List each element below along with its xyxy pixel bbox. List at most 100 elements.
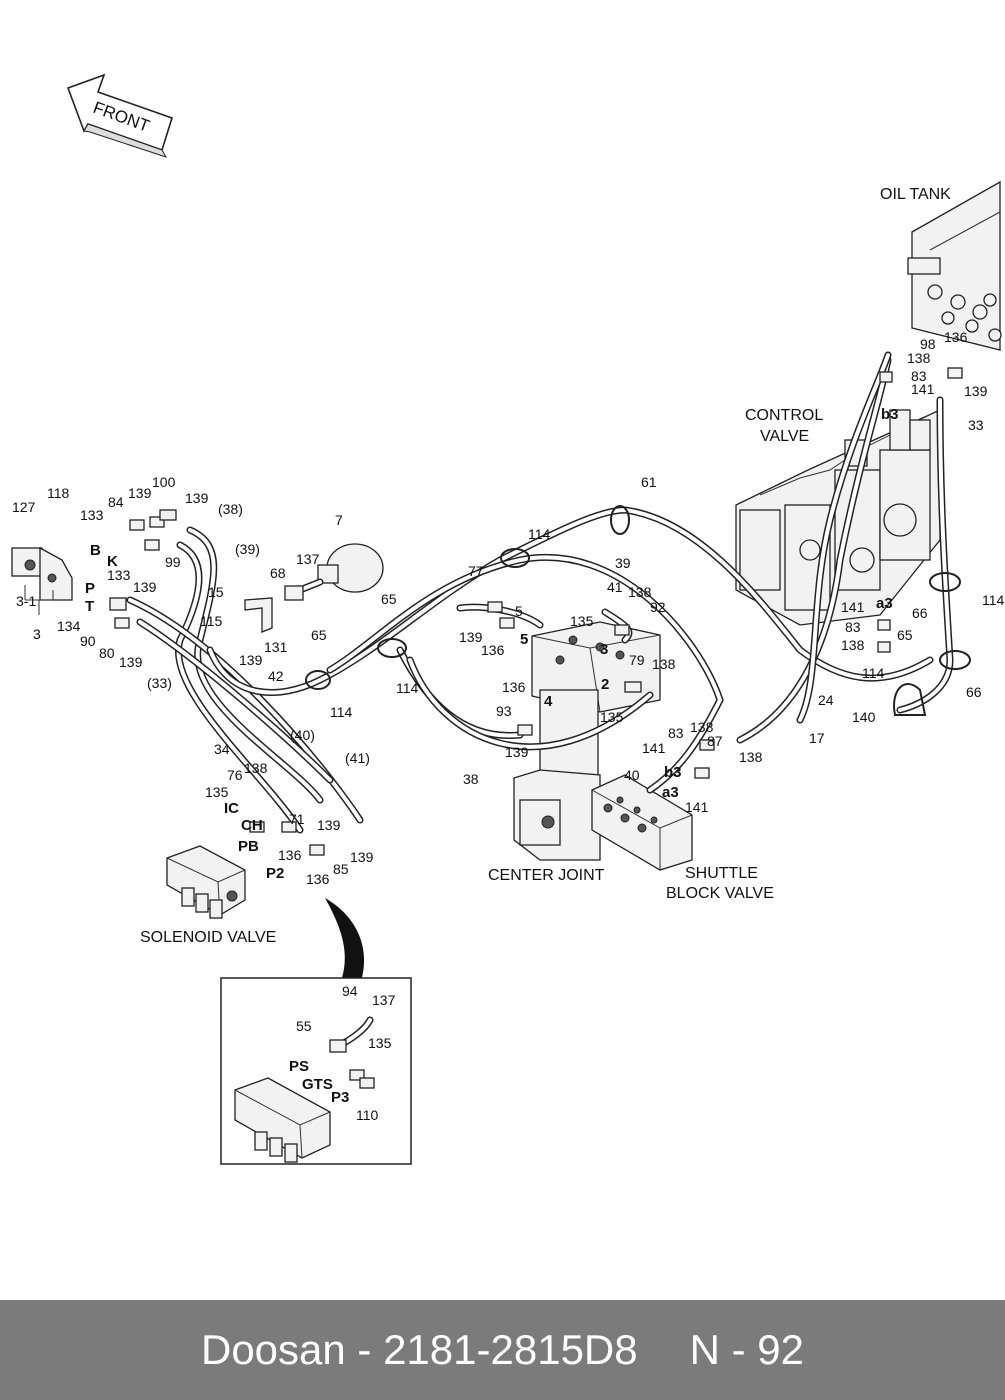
callout-number: 99 [165, 554, 181, 570]
port-label: CH [241, 817, 263, 834]
callout-number: 5 [515, 603, 523, 619]
callout-number: 138 [628, 584, 652, 600]
port-label: B [90, 542, 101, 559]
callout-number: 93 [496, 703, 512, 719]
solenoid-valve-label: SOLENOID VALVE [140, 929, 276, 946]
callout-number: 115 [200, 613, 223, 629]
callout-number: 100 [152, 474, 176, 490]
callout-number: 79 [629, 652, 645, 668]
callout-number: 55 [296, 1018, 312, 1034]
callout-number: 135 [600, 709, 624, 725]
port-label: GTS [302, 1076, 333, 1093]
callout-number: 3 [33, 626, 41, 642]
callout-number: 68 [270, 565, 286, 581]
callout-number: 137 [372, 992, 396, 1008]
callout-number: 65 [381, 591, 397, 607]
callout-number: 83 [668, 725, 684, 741]
callout-number: 141 [911, 381, 935, 397]
callout-number: 141 [841, 599, 865, 615]
callout-number: 136 [481, 642, 505, 658]
callout-number: 15 [208, 584, 224, 600]
callout-number: 40 [624, 767, 640, 783]
port-label: b3 [664, 764, 682, 781]
callout-number: 41 [607, 579, 623, 595]
callout-number: 114 [330, 704, 353, 720]
port-label: IC [224, 800, 239, 817]
callout-number: 77 [468, 563, 484, 579]
callout-number: 87 [707, 733, 723, 749]
callout-number: 33 [968, 417, 984, 433]
callout-number: 138 [907, 350, 931, 366]
callout-number: 94 [342, 983, 358, 999]
callout-number: 136 [278, 847, 302, 863]
callout-number: (40) [290, 727, 315, 743]
callout-number: 133 [80, 507, 104, 523]
callout-number: (33) [147, 675, 172, 691]
callout-number: 114 [982, 592, 1005, 608]
callout-number: 135 [570, 613, 594, 629]
port-label: P [85, 580, 95, 597]
callout-number: 138 [739, 749, 763, 765]
callout-number: 65 [897, 627, 913, 643]
callout-number: (39) [235, 541, 260, 557]
callout-number: 42 [268, 668, 284, 684]
callout-number: 114 [528, 526, 551, 542]
callout-number: 118 [47, 485, 70, 501]
callout-number: 138 [652, 656, 676, 672]
callout-number: (38) [218, 501, 243, 517]
port-label: PS [289, 1058, 309, 1075]
center-joint-label: CENTER JOINT [488, 867, 605, 884]
footer-page: N - 92 [689, 1326, 804, 1373]
port-labels: B K P T IC CH PB P2 b3 a3 b3 a3 2 3 4 5 … [85, 406, 899, 1106]
callout-number: 139 [505, 744, 529, 760]
oil-tank-label: OIL TANK [880, 186, 951, 203]
control-valve-label-2: VALVE [760, 428, 809, 445]
callout-number: 136 [944, 329, 968, 345]
detail-pointer [325, 898, 365, 978]
callout-number: 140 [852, 709, 876, 725]
control-valve-label-1: CONTROL [745, 407, 823, 424]
footer-bar: Doosan - 2181-2815D8 N - 92 [0, 1300, 1005, 1400]
callout-number: 83 [911, 368, 927, 384]
callout-number: 38 [463, 771, 479, 787]
port-label: PB [238, 838, 259, 855]
callout-number: 135 [368, 1035, 392, 1051]
callout-number: 66 [912, 605, 928, 621]
shuttle-label-1: SHUTTLE [685, 865, 758, 882]
callout-number: 136 [502, 679, 526, 695]
solenoid-valve: SOLENOID VALVE [140, 845, 276, 946]
callout-number: 141 [642, 740, 666, 756]
callout-number: 139 [119, 654, 143, 670]
callout-number: 24 [818, 692, 834, 708]
port-label: 3 [600, 641, 608, 658]
port-label: a3 [876, 595, 893, 612]
shuttle-label-2: BLOCK VALVE [666, 885, 774, 902]
callout-number: 92 [650, 599, 666, 615]
callout-number: 138 [690, 719, 714, 735]
port-label: P2 [266, 865, 284, 882]
hydraulic-piping-diagram: FRONT OIL TANK CONTROL VALVE [11, 73, 1005, 1165]
callout-number: 138 [244, 760, 268, 776]
port-label: P3 [331, 1089, 349, 1106]
callout-number: 136 [306, 871, 330, 887]
callout-number: 139 [128, 485, 152, 501]
callout-number: (41) [345, 750, 370, 766]
callout-number: 139 [185, 490, 209, 506]
shuttle-block-valve: SHUTTLE BLOCK VALVE [591, 774, 774, 902]
callout-number: 98 [920, 336, 936, 352]
callout-number: 84 [108, 494, 124, 510]
callout-number: 39 [615, 555, 631, 571]
port-label: b3 [881, 406, 899, 423]
oil-tank: OIL TANK [880, 180, 1002, 351]
port-label: K [107, 553, 118, 570]
callout-number: 133 [107, 567, 131, 583]
callout-number: 34 [214, 741, 230, 757]
callout-number: 137 [296, 551, 320, 567]
detail-box [220, 977, 412, 1165]
callout-number: 114 [396, 680, 419, 696]
bracket-15 [244, 597, 273, 633]
callout-number: 76 [227, 767, 243, 783]
pilot-valve [11, 546, 73, 615]
callout-number: 114 [862, 665, 885, 681]
callout-number: 66 [966, 684, 982, 700]
